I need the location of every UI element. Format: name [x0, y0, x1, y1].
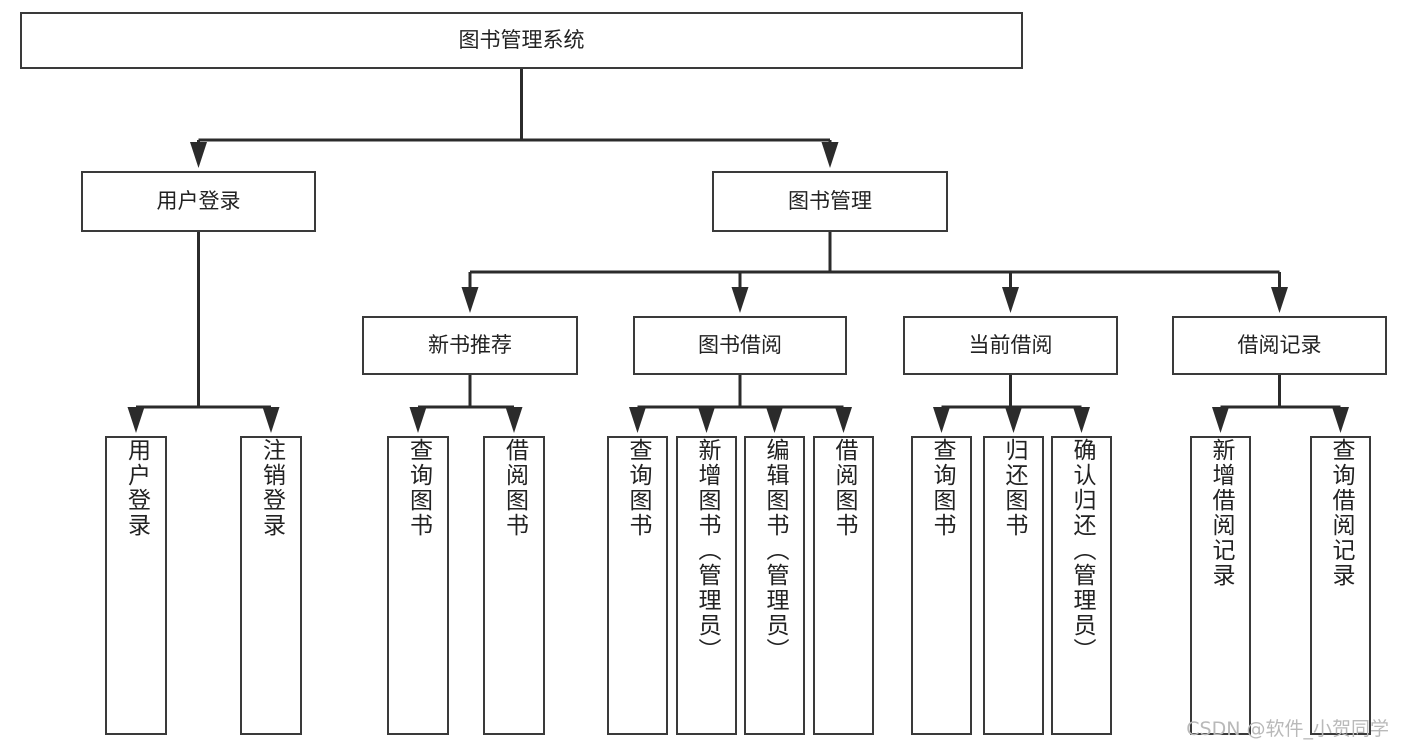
node-newbook[interactable]: 新书推荐 — [362, 316, 578, 375]
node-label: 编辑图书（管理员） — [762, 438, 788, 663]
node-label: 新增图书（管理员） — [694, 438, 720, 663]
node-bookmgmt[interactable]: 图书管理 — [712, 171, 948, 232]
node-label: 借阅图书 — [831, 438, 857, 538]
arrowhead-l_add — [698, 407, 715, 433]
node-l_confirm[interactable]: 确认归还（管理员） — [1051, 436, 1112, 735]
arrowhead-l_query2 — [629, 407, 646, 433]
node-label: 归还图书 — [1001, 438, 1027, 538]
node-records[interactable]: 借阅记录 — [1172, 316, 1387, 375]
arrowhead-l_edit — [766, 407, 783, 433]
node-label: 确认归还（管理员） — [1069, 438, 1095, 663]
node-l_query3[interactable]: 查询图书 — [911, 436, 972, 735]
node-login[interactable]: 用户登录 — [81, 171, 316, 232]
node-label: 用户登录 — [123, 438, 150, 538]
arrowhead-l_login — [127, 407, 145, 433]
arrowhead-login — [190, 142, 207, 168]
node-label: 查询图书 — [929, 438, 955, 538]
node-current[interactable]: 当前借阅 — [903, 316, 1118, 375]
node-label: 用户登录 — [156, 189, 241, 214]
arrowhead-borrow — [731, 287, 749, 313]
node-label: 注销登录 — [258, 438, 285, 538]
node-l_return[interactable]: 归还图书 — [983, 436, 1044, 735]
node-label: 借阅记录 — [1237, 333, 1322, 358]
arrowhead-l_queryrec — [1332, 407, 1349, 433]
node-l_add[interactable]: 新增图书（管理员） — [676, 436, 737, 735]
node-label: 当前借阅 — [968, 333, 1053, 358]
arrowhead-current — [1002, 287, 1019, 313]
node-label: 借阅图书 — [501, 438, 528, 538]
arrowhead-l_logout — [262, 407, 280, 433]
node-l_query1[interactable]: 查询图书 — [387, 436, 449, 735]
node-label: 查询图书 — [405, 438, 432, 538]
node-label: 新书推荐 — [428, 333, 512, 358]
arrowhead-l_addrec — [1212, 407, 1229, 433]
arrowhead-records — [1271, 287, 1288, 313]
node-l_addrec[interactable]: 新增借阅记录 — [1190, 436, 1251, 735]
node-l_logout[interactable]: 注销登录 — [240, 436, 302, 735]
node-root[interactable]: 图书管理系统 — [20, 12, 1023, 69]
node-l_login[interactable]: 用户登录 — [105, 436, 167, 735]
node-label: 查询图书 — [625, 438, 651, 538]
node-label: 新增借阅记录 — [1208, 438, 1234, 588]
node-label: 图书管理系统 — [458, 28, 585, 53]
node-l_queryrec[interactable]: 查询借阅记录 — [1310, 436, 1371, 735]
arrowhead-l_return — [1005, 407, 1022, 433]
node-label: 图书借阅 — [698, 333, 782, 358]
arrowhead-l_query3 — [933, 407, 950, 433]
node-l_borrow1[interactable]: 借阅图书 — [483, 436, 545, 735]
node-label: 查询借阅记录 — [1328, 438, 1354, 588]
node-label: 图书管理 — [788, 189, 872, 214]
node-borrow[interactable]: 图书借阅 — [633, 316, 847, 375]
node-l_edit[interactable]: 编辑图书（管理员） — [744, 436, 805, 735]
arrowhead-l_borrow1 — [505, 407, 523, 433]
node-l_borrow2[interactable]: 借阅图书 — [813, 436, 874, 735]
arrowhead-newbook — [461, 287, 479, 313]
arrowhead-bookmgmt — [821, 142, 839, 168]
arrowhead-l_confirm — [1073, 407, 1090, 433]
arrowhead-l_borrow2 — [835, 407, 852, 433]
arrowhead-l_query1 — [409, 407, 427, 433]
node-l_query2[interactable]: 查询图书 — [607, 436, 668, 735]
